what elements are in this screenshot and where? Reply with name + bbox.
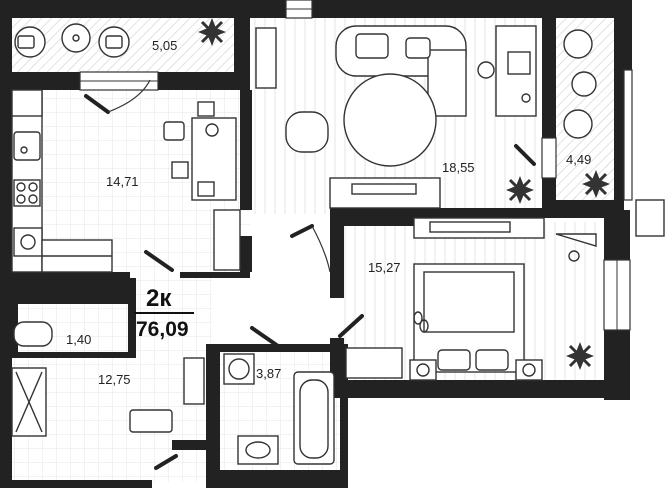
bedroom-furniture: [345, 217, 597, 381]
kitchen-furniture: [11, 89, 241, 273]
living-furniture: [255, 25, 537, 209]
balcony-top-furniture: [14, 18, 226, 58]
area-kitchen: 14,71: [106, 174, 139, 189]
area-hall: 12,75: [98, 372, 131, 387]
doors: [84, 79, 536, 470]
area-bathroom: 3,87: [256, 366, 281, 381]
area-balcony-top: 5,05: [152, 38, 177, 53]
balcony-right-furniture: [563, 29, 610, 198]
wet-zone-furniture: [11, 321, 335, 465]
area-wc: 1,40: [66, 332, 91, 347]
area-balcony-right: 4,49: [566, 152, 591, 167]
area-bedroom: 15,27: [368, 260, 401, 275]
windows: [79, 0, 665, 331]
area-living: 18,55: [442, 160, 475, 175]
rooms-count: 2к: [146, 285, 172, 312]
total-area: 76,09: [136, 318, 189, 341]
